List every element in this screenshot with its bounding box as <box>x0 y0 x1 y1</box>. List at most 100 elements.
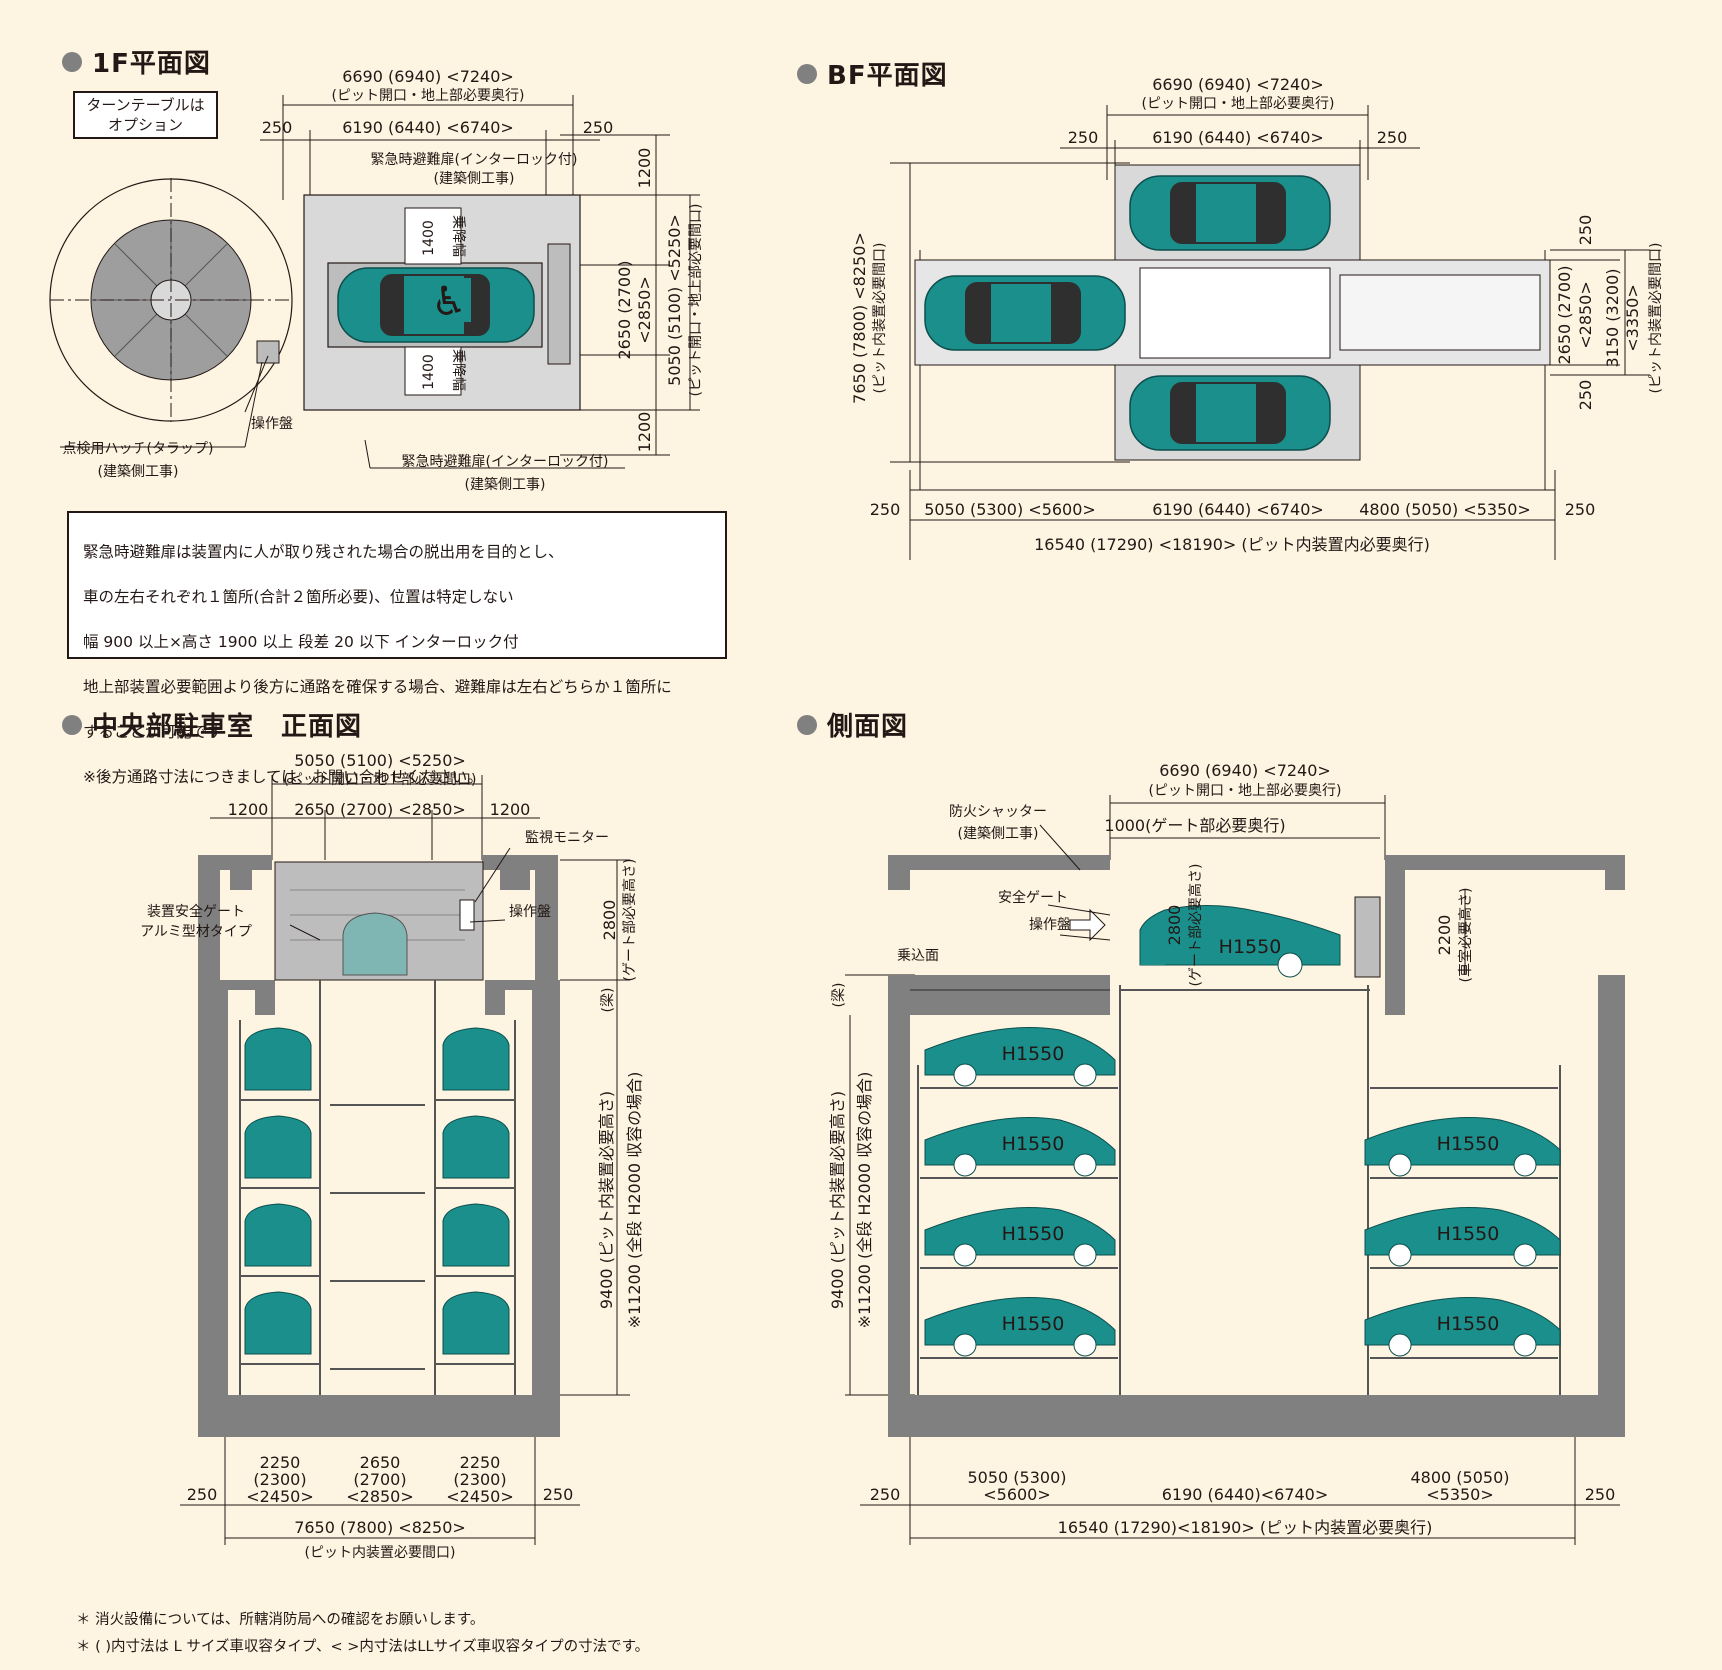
beam-label: (梁) <box>600 988 616 1013</box>
dim-b-total: 7650 (7800) <8250> <box>294 1518 466 1537</box>
dim-m: 2650 (2700) <2850> <box>294 800 466 819</box>
control-panel-label: 操作盤 <box>251 416 293 432</box>
dim-b-2: 5050 (5300) <5600> <box>924 500 1096 519</box>
car-top-view <box>1129 375 1331 451</box>
dim-top-note: (ピット開口・地上部必要奥行) <box>1149 782 1342 799</box>
dim-v-total: 5050 (5100) <5250> <box>665 214 684 386</box>
dim-b-1-line: <2450> <box>246 1487 314 1506</box>
car-side-view-stack <box>924 1027 1561 1346</box>
gate-panel <box>1354 896 1381 978</box>
car-silhouette <box>342 912 408 976</box>
dim-v-total-note: (ピット開口・地上部必要間口) <box>688 204 704 397</box>
dim-top-note: (ピット開口・地上部必要間口) <box>284 772 477 788</box>
dim-b-2: 6190 (6440)<6740> <box>1162 1485 1329 1504</box>
arrow-icon <box>1069 908 1106 942</box>
turntable-option-box: ターンテーブルは オプション <box>73 91 218 139</box>
dim-overall: 6690 (6940) <7240> <box>342 67 514 86</box>
wheelchair-icon: ♿ <box>431 279 467 325</box>
dim-b-3-line: <5350> <box>1426 1485 1494 1504</box>
lift-width-bottom-label: 乗降幅 <box>450 349 466 391</box>
note-line: 幅 900 以上×高さ 1900 以上 段差 20 以下 インターロック付 <box>83 632 519 651</box>
dim-pit: 9400 (ピット内装置必要高さ) <box>828 1091 847 1309</box>
dim-b-1-line: 5050 (5300) <box>967 1468 1066 1487</box>
dim-b-5: 250 <box>1565 500 1596 519</box>
dim-r-total-note: (ピット内装置必要間口) <box>1648 243 1664 394</box>
lift-box-bottom <box>404 346 462 396</box>
lift-width-top-label: 乗降幅 <box>450 215 466 257</box>
footnote-line: ＊ 消火設備については、所轄消防局への確認をお願いします。 <box>76 1612 485 1628</box>
wall-panel <box>547 243 571 365</box>
dim-mid: 6190 (6440) <6740> <box>342 118 514 137</box>
car-side-view <box>1139 905 1341 966</box>
dim-gate-h-note: (ゲート部必要高さ) <box>1187 864 1204 987</box>
dim-b-2-line: 2650 <box>360 1453 401 1472</box>
pit-walls <box>198 855 560 1437</box>
dim-v-mid: 2650 (2700) <box>615 260 634 359</box>
car-height-label: H1550 <box>1002 1223 1065 1245</box>
option-box-line: ターンテーブルは <box>86 96 205 114</box>
car-height-label: H1550 <box>1437 1223 1500 1245</box>
dim-r-mid: 2650 (2700) <box>1555 265 1574 364</box>
section-title-text: BF平面図 <box>827 61 948 91</box>
section-title-text: 1F平面図 <box>92 49 211 79</box>
dim-r-mid2: <2850> <box>1576 281 1595 349</box>
center-lift <box>1139 267 1331 359</box>
note-line: ※後方通路寸法につきましては、お問い合わせください。 <box>83 767 483 786</box>
monitor-label: 監視モニター <box>525 829 609 846</box>
dim-b-250r: 250 <box>543 1485 574 1504</box>
hatch-icon <box>256 340 280 364</box>
dim-gate-h: 2800 <box>600 900 619 941</box>
dim-overall-note: (ピット開口・地上部必要奥行) <box>332 87 525 104</box>
bullet-icon <box>797 63 817 84</box>
dim-b-4: 4800 (5050) <5350> <box>1359 500 1531 519</box>
hatch-sub-label: (建築側工事) <box>98 464 179 480</box>
car-height-label: H1550 <box>1437 1313 1500 1335</box>
dim-b-250l: 250 <box>870 1485 901 1504</box>
dim-b-2-line: <2850> <box>346 1487 414 1506</box>
dim-b-3-line: (2300) <box>453 1470 506 1489</box>
accessibility-icon <box>427 278 471 322</box>
dim-pit-note: ※11200 (全段 H2000 収容の場合) <box>855 1072 874 1329</box>
section-title-side-view: 側面図 <box>797 706 908 743</box>
dim-left: 250 <box>1068 128 1099 147</box>
car-top-view <box>1129 175 1331 251</box>
dim-r-bottom: 250 <box>1576 380 1595 411</box>
door-bottom-sub-label: (建築側工事) <box>465 477 546 493</box>
option-box-line: オプション <box>107 116 183 134</box>
bullet-icon <box>62 51 82 72</box>
dim-r: 1200 <box>490 800 531 819</box>
note-line: 車の左右それぞれ１箇所(合計２箇所必要)、位置は特定しない <box>83 587 514 606</box>
dim-overall: 6690 (6940) <7240> <box>1152 75 1324 94</box>
entrance-label: 乗込面 <box>897 948 939 964</box>
dim-b-1: 250 <box>870 500 901 519</box>
dim-pit-note: ※11200 (全段 H2000 収容の場合) <box>625 1072 644 1329</box>
dim-b-total: 16540 (17290)<18190> (ピット内装置必要奥行) <box>1058 1518 1433 1537</box>
control-panel-label: 操作盤 <box>509 904 551 920</box>
lift-width-bottom: 1400 <box>421 354 437 390</box>
section-title-front-view: 中央部駐車室 正面図 <box>62 706 362 743</box>
dim-right: 250 <box>1377 128 1408 147</box>
car-height-label: H1550 <box>1002 1043 1065 1065</box>
fire-shutter-label: 防火シャッター <box>949 804 1047 820</box>
beam-label: (梁) <box>831 983 847 1008</box>
rear-bay <box>1339 274 1541 351</box>
gate-sub-label: アルミ型材タイプ <box>140 924 252 940</box>
safety-gate-label: 安全ゲート <box>998 889 1068 906</box>
note-line: 地上部装置必要範囲より後方に通路を確保する場合、避難扉は左右どちらか１箇所に <box>83 677 672 696</box>
dim-v-left-note: (ピット内装置必要間口) <box>872 243 888 394</box>
dim-b-total-note: (ピット内装置必要間口) <box>305 1545 456 1561</box>
dim-gate-h-note: (ゲート部必要高さ) <box>621 859 638 982</box>
dim-b-1-line: (2300) <box>253 1470 306 1489</box>
dim-top: 6690 (6940) <7240> <box>1159 761 1331 780</box>
lift-box-top <box>404 207 462 265</box>
dim-b-3-line: 2250 <box>460 1453 501 1472</box>
dim-overall-note: (ピット開口・地上部必要奥行) <box>1142 95 1335 112</box>
bullet-icon <box>62 714 82 735</box>
door-bottom-label: 緊急時避難扉(インターロック付) <box>402 454 609 470</box>
car-top-view <box>924 275 1126 351</box>
dim-room-h: 2200 <box>1435 915 1454 956</box>
